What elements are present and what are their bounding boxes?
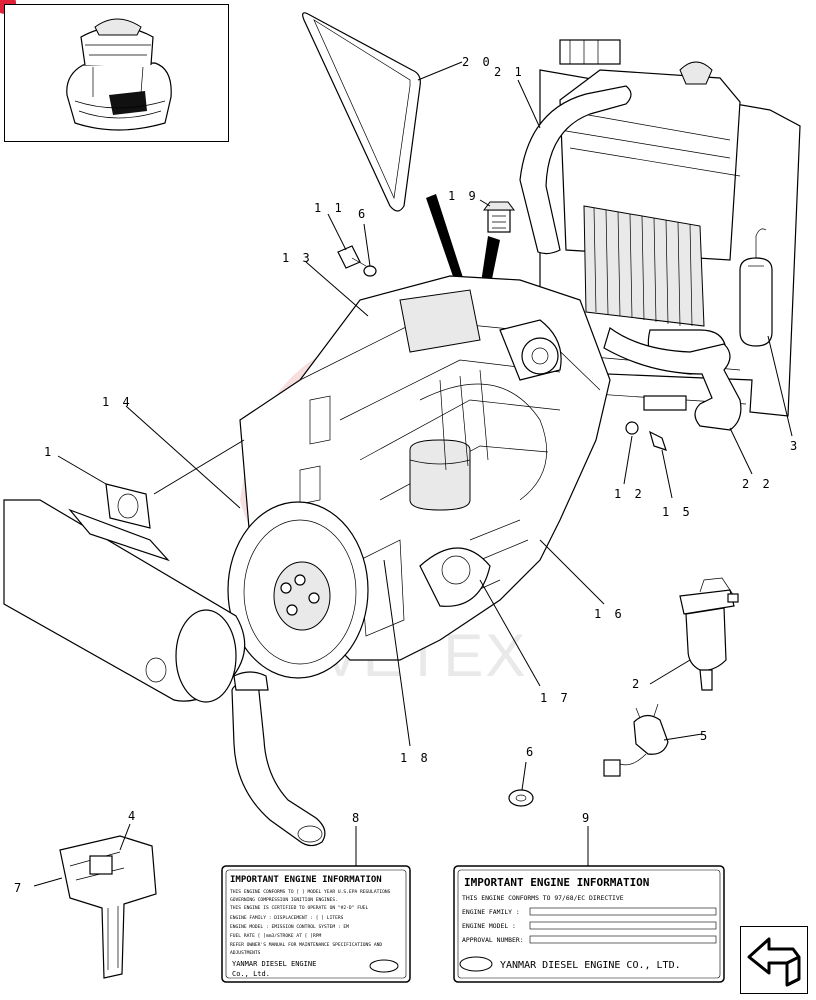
plate8-footer-2: Co., Ltd. — [232, 970, 270, 978]
lower-radiator-hose[interactable] — [603, 327, 742, 431]
plate9-field-family: ENGINE FAMILY : — [462, 908, 520, 916]
plate8-title: IMPORTANT ENGINE INFORMATION — [230, 875, 382, 885]
plate8-footer: YANMAR DIESEL ENGINE — [232, 960, 316, 968]
upper-radiator-hose[interactable] — [519, 85, 632, 255]
radiator-assembly[interactable] — [539, 39, 801, 417]
plate9-model-box — [529, 921, 717, 930]
v-belt[interactable] — [302, 12, 421, 212]
temperature-sensor[interactable] — [337, 245, 367, 269]
plate9-footer: YANMAR DIESEL ENGINE CO., LTD. — [500, 960, 681, 971]
callout-7: 7 — [14, 881, 24, 895]
callout-15: 1 5 — [662, 505, 693, 519]
reserve-tank[interactable] — [739, 228, 773, 347]
callout-3: 3 — [790, 439, 800, 453]
callout-14: 1 4 — [102, 395, 133, 409]
plate9-family-box — [529, 907, 717, 916]
oil-pressure-switch[interactable] — [649, 430, 667, 451]
callout-12: 1 2 — [614, 487, 645, 501]
sealing-washer-12[interactable] — [625, 421, 639, 435]
machine-thumbnail-drawing — [66, 18, 172, 131]
emission-label-plate-eu[interactable]: IMPORTANT ENGINE INFORMATION THIS ENGINE… — [453, 865, 725, 983]
callout-4: 4 — [128, 809, 138, 823]
plate8-line-2: GOVERNING COMPRESSION IGNITION ENGINES. — [230, 897, 338, 903]
callout-9: 9 — [582, 811, 592, 825]
tail-pipe[interactable] — [231, 671, 326, 847]
plate8-line-6: FUEL RATE [ ]mm3/STROKE AT [ ]RPM — [230, 933, 322, 939]
return-arrow-button[interactable] — [740, 926, 808, 994]
callout-2: 2 — [632, 677, 642, 691]
location-thumbnail[interactable] — [4, 4, 229, 142]
copper-washer[interactable] — [508, 789, 534, 807]
return-arrow-icon — [747, 937, 801, 987]
plate8-line-7: REFER OWNER'S MANUAL FOR MAINTENANCE SPE… — [230, 942, 382, 948]
plate9-line-1: THIS ENGINE CONFORMS TO 97/68/EC DIRECTI… — [462, 894, 624, 902]
callout-5: 5 — [700, 729, 710, 743]
callout-17: 1 7 — [540, 691, 571, 705]
yanmar-logo-icon-2 — [459, 956, 493, 972]
callout-numbers: 2 0 2 1 1 9 1 1 6 1 3 1 4 1 3 2 2 1 2 1 … — [14, 55, 800, 895]
mounting-bracket[interactable] — [59, 835, 157, 979]
callout-13: 1 3 — [282, 251, 313, 265]
callout-leaders — [33, 61, 793, 887]
yanmar-logo-icon — [369, 959, 399, 973]
callout-16: 1 6 — [594, 607, 625, 621]
thermostat[interactable] — [483, 201, 515, 233]
sealing-washer-upper[interactable] — [363, 265, 377, 277]
callout-18: 1 8 — [400, 751, 431, 765]
plate9-title: IMPORTANT ENGINE INFORMATION — [464, 876, 649, 889]
plate8-line-5: ENGINE MODEL : EMISSION CONTROL SYSTEM :… — [230, 924, 349, 930]
callout-22: 2 2 — [742, 477, 773, 491]
fuel-pump-unit[interactable] — [603, 703, 669, 777]
callout-1: 1 — [44, 445, 54, 459]
callout-8: 8 — [352, 811, 362, 825]
callout-6-upper: 6 — [358, 207, 368, 221]
callout-20: 2 0 — [462, 55, 493, 69]
callout-11: 1 1 — [314, 201, 345, 215]
plate9-approval-box — [529, 935, 717, 944]
plate8-line-3: THIS ENGINE IS CERTIFIED TO OPERATE ON "… — [230, 905, 369, 911]
plate8-line-1: THIS ENGINE CONFORMS TO [ ] MODEL YEAR U… — [230, 889, 391, 895]
plate8-line-8: ADJUSTMENTS — [230, 950, 261, 956]
muffler[interactable] — [3, 499, 246, 703]
plate9-field-approval: APPROVAL NUMBER: — [462, 936, 524, 944]
flywheel-housing[interactable] — [227, 501, 369, 679]
callout-21: 2 1 — [494, 65, 525, 79]
exhaust-gasket[interactable] — [105, 483, 151, 529]
emission-label-plate-us[interactable]: IMPORTANT ENGINE INFORMATION THIS ENGINE… — [221, 865, 411, 983]
fuel-filter[interactable] — [679, 577, 739, 691]
callout-19: 1 9 — [448, 189, 479, 203]
plate9-field-model: ENGINE MODEL : — [462, 922, 516, 930]
radiator-core — [583, 205, 705, 327]
callout-6-lower: 6 — [526, 745, 536, 759]
plate8-line-4: ENGINE FAMILY : DISPLACEMENT : [ ] LITER… — [230, 915, 344, 921]
